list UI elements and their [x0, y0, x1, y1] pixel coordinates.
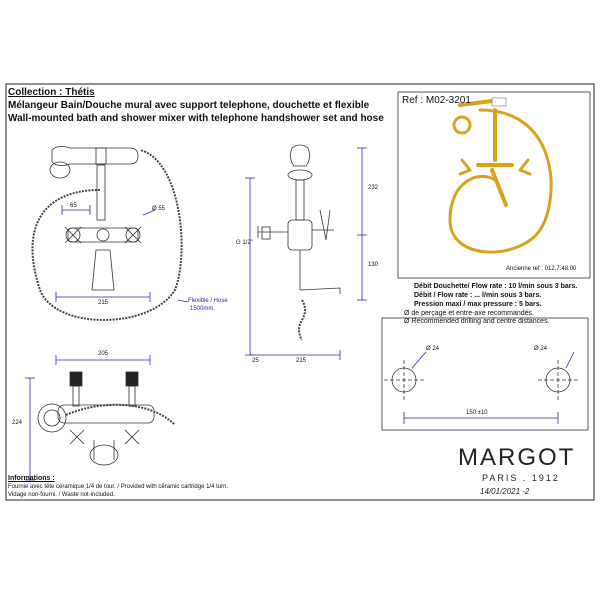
top-view-drawing [25, 355, 176, 481]
hose-loop [31, 149, 183, 321]
ref-label: Ref : M02-3201 [402, 95, 471, 106]
title-en: Wall-mounted bath and shower mixer with … [8, 113, 384, 124]
dim-front-dia: Ø 55 [152, 206, 166, 212]
side-view-drawing [245, 144, 367, 360]
photo-hose [448, 108, 553, 254]
informations-heading: Informations : [8, 475, 55, 482]
side-handshower [290, 144, 310, 167]
informations-line1: Fournie avec tête céramique 1/4 de tour.… [8, 484, 229, 490]
title-fr: Mélangeur Bain/Douche mural avec support… [8, 100, 370, 111]
hole-right-label: Ø 24 [534, 346, 548, 352]
dim-side-spout: 215 [296, 358, 307, 364]
product-photo [397, 91, 591, 279]
spec-flow: Débit / Flow rate : ... l/min sous 3 bar… [414, 292, 542, 299]
hole-left-label: Ø 24 [426, 346, 440, 352]
drilling-diagram [381, 317, 589, 431]
dim-top-width: 205 [98, 351, 109, 357]
spec-pressure: Pression maxi / max pressure : 5 bars. [414, 301, 542, 308]
dim-side-height: 232 [368, 185, 379, 191]
hole-distance-label: 150 ±10 [466, 410, 488, 416]
sheet-frame [5, 83, 595, 501]
old-ref-label: Ancienne ref : 012.7.48.00 [506, 266, 577, 272]
hose-label: Flexible / Hose [188, 298, 228, 304]
dim-side-height2: 130 [368, 262, 379, 268]
brand-city: PARIS . 1912 [482, 473, 560, 483]
spec-drilling-fr: Ø de perçage et entre-axe recommandés. [404, 310, 534, 317]
informations-line2: Vidage non-fourni. / Waste not-included. [8, 492, 115, 498]
dim-front-width: 65 [70, 203, 77, 209]
dim-front-total: 215 [98, 300, 109, 306]
brand-logo: MARGOT [458, 444, 576, 471]
spec-drilling-en: Ø Recommended drilling and centre distan… [404, 318, 550, 325]
dim-side-thread: G 1/2" [236, 240, 253, 246]
sheet-date: 14/01/2021 -2 [480, 487, 530, 496]
handshower-head [51, 146, 139, 166]
front-view-drawing [31, 146, 189, 321]
hose-length: 1500mm. [190, 306, 216, 312]
collection-title: Collection : Thétis [8, 87, 95, 98]
dim-side-offset: 25 [252, 358, 259, 364]
dim-top-depth: 224 [12, 420, 23, 426]
spec-shower-flow: Débit Douchette/ Flow rate : 10 l/min so… [414, 283, 578, 290]
